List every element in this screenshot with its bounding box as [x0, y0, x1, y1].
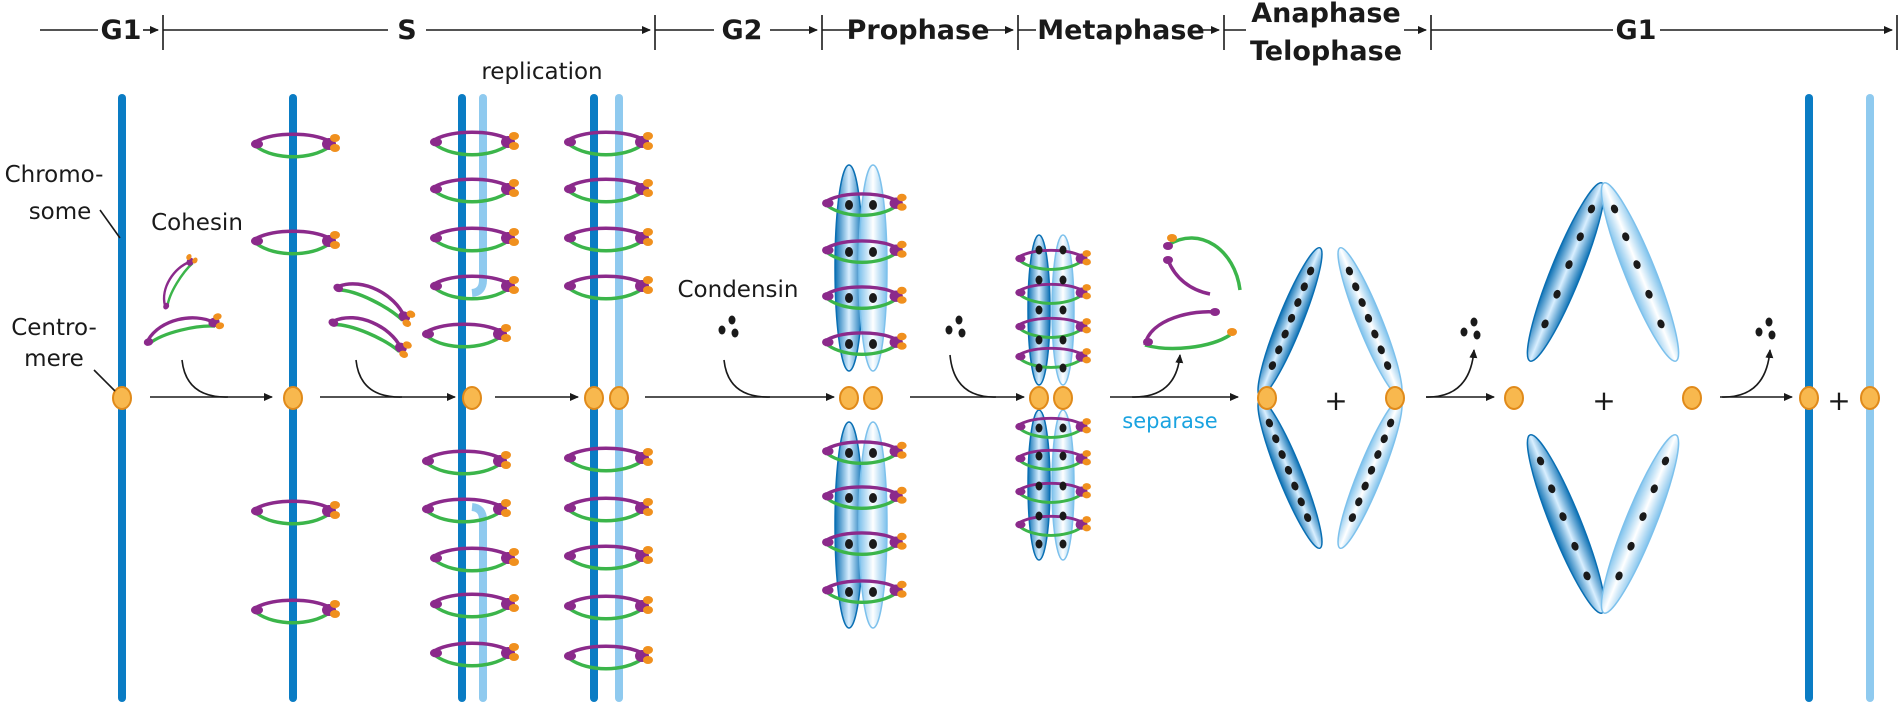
- label-condensin: Condensin: [678, 277, 799, 303]
- condensin-complex-2: [945, 315, 966, 338]
- plus-sign-3: +: [1827, 384, 1850, 417]
- phase-metaphase: Metaphase: [1037, 15, 1204, 46]
- plus-sign-1: +: [1324, 384, 1347, 417]
- centromere: [112, 386, 132, 410]
- label-cohesin: Cohesin: [151, 210, 243, 236]
- centromere: [584, 386, 604, 410]
- anaphase-chromatids: [1257, 246, 1405, 550]
- chromosome-pointer: [99, 209, 121, 239]
- plus-sign-2: +: [1592, 384, 1615, 417]
- centromere: [1385, 386, 1405, 410]
- centromere: [462, 386, 482, 410]
- centromere: [1860, 386, 1880, 410]
- phase-prophase: Prophase: [847, 15, 990, 46]
- prophase-condensin: [845, 200, 877, 597]
- telophase-chromatids: [1504, 182, 1702, 614]
- centromere: [839, 386, 859, 410]
- label-replication: replication: [481, 59, 602, 85]
- centromere: [283, 386, 303, 410]
- prophase-chromosome: [820, 164, 909, 629]
- label-centromere-2: mere: [24, 346, 84, 372]
- phase-g1-start: G1: [101, 15, 142, 46]
- phase-s: S: [397, 15, 416, 46]
- centromere-pointer: [93, 369, 116, 392]
- phase-anaphase: Anaphase: [1251, 0, 1401, 29]
- phase-g2: G2: [722, 15, 763, 46]
- label-centromere-1: Centro-: [11, 315, 97, 341]
- free-cohesin-2: [324, 270, 421, 361]
- label-chromosome-1: Chromo-: [5, 162, 104, 188]
- phase-timeline: G1 S G2 Prophase Metaphase Anaphase Telo…: [40, 0, 1898, 67]
- centromere: [1053, 386, 1073, 410]
- label-separase: separase: [1122, 409, 1217, 433]
- centromere: [609, 386, 629, 410]
- label-chromosome-2: some: [29, 199, 92, 225]
- centromere: [1257, 386, 1277, 410]
- centromere: [1799, 386, 1819, 410]
- g1-chromosome-with-cohesin: [249, 94, 342, 702]
- free-cohesin-1: [138, 250, 227, 351]
- process-arrows: [150, 349, 1793, 401]
- centromere: [1029, 386, 1049, 410]
- g1-daughter-chromosomes: [1799, 94, 1880, 702]
- replicating-chromosome: [420, 94, 521, 702]
- condensin-complex: [718, 315, 739, 338]
- centromere: [1504, 386, 1524, 410]
- phase-telophase: Telophase: [1250, 36, 1402, 67]
- phase-g1-end: G1: [1616, 15, 1657, 46]
- metaphase-chromosome: [1013, 234, 1093, 561]
- cleaved-cohesin: [1143, 234, 1242, 351]
- condensin-released-2: [1755, 317, 1776, 340]
- replicated-sister-chromatids: [562, 94, 655, 702]
- centromere: [1682, 386, 1702, 410]
- metaphase-condensin: [1035, 245, 1067, 549]
- condensin-released-1: [1460, 317, 1481, 340]
- g1-chromosome: [112, 94, 132, 702]
- centromere: [863, 386, 883, 410]
